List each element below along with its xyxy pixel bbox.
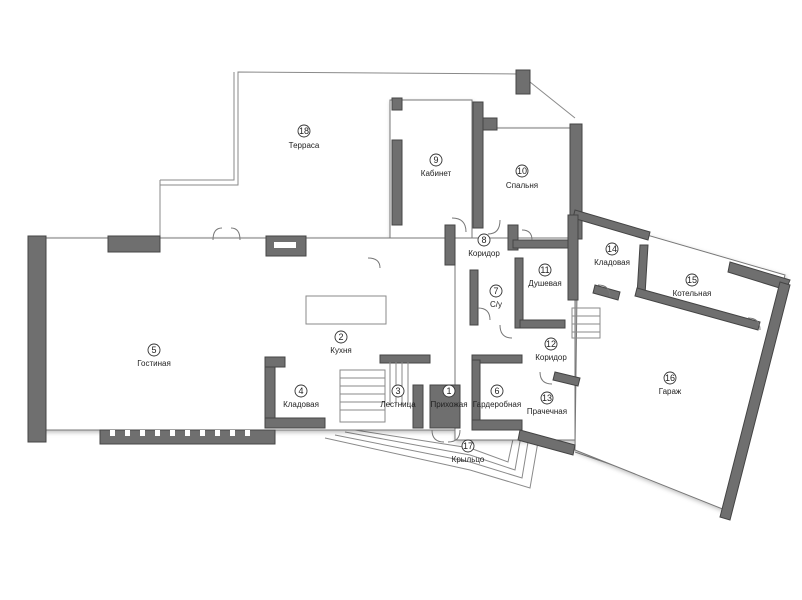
room-name: Прихожая: [430, 400, 467, 409]
room-label-5: 5 Гостиная: [137, 343, 171, 368]
room-label-16: 16 Гараж: [659, 371, 682, 396]
room-label-6: 6 Гардеробная: [473, 384, 521, 409]
staircase: [339, 307, 601, 423]
room-label-15: 15 Котельная: [673, 273, 712, 298]
room-name: Терраса: [289, 141, 320, 150]
room-number: 5: [151, 345, 156, 355]
room-name: Лестница: [380, 400, 416, 409]
room-number: 14: [607, 244, 617, 254]
room-number: 3: [395, 386, 400, 396]
room-number: 18: [299, 126, 309, 136]
room-label-17: 17 Крыльцо: [452, 439, 485, 464]
room-number: 16: [665, 373, 675, 383]
room-number: 2: [338, 332, 343, 342]
room-label-13: 13 Прачечная: [527, 391, 567, 416]
room-name: Кладовая: [594, 258, 630, 267]
room-number: 9: [433, 155, 438, 165]
room-name: Гардеробная: [473, 400, 521, 409]
room-label-2: 2 Кухня: [330, 330, 352, 355]
room-number: 7: [493, 286, 498, 296]
room-number: 11: [540, 265, 549, 275]
room-name: Гараж: [659, 387, 682, 396]
room-name: Спальня: [506, 181, 538, 190]
room-number: 13: [542, 393, 552, 403]
room-label-9: 9 Кабинет: [421, 153, 452, 178]
room-label-1: 1 Прихожая: [430, 384, 468, 409]
room-number: 10: [517, 166, 527, 176]
room-number: 17: [463, 441, 473, 451]
room-name: Коридор: [535, 353, 567, 362]
room-label-18: 18 Терраса: [289, 124, 320, 150]
doors: [212, 217, 761, 443]
room-number: 6: [494, 386, 499, 396]
room-label-10: 10 Спальня: [506, 164, 538, 190]
main-floor: [29, 99, 786, 511]
room-number: 8: [481, 235, 486, 245]
room-label-11: 11 Душевая: [528, 263, 562, 288]
walls: [27, 69, 791, 521]
room-number: 12: [546, 339, 556, 349]
room-number: 4: [298, 386, 303, 396]
room-label-7: 7 С/у: [489, 284, 503, 309]
porch-steps: [324, 429, 541, 489]
room-number: 1: [446, 386, 451, 396]
room-label-12: 12 Коридор: [535, 337, 567, 362]
room-label-4: 4 Кладовая: [283, 384, 319, 409]
room-name: Коридор: [468, 249, 500, 258]
room-name: С/у: [490, 300, 502, 309]
room-number: 15: [687, 275, 697, 285]
room-name: Прачечная: [527, 407, 567, 416]
room-name: Кабинет: [421, 169, 452, 178]
room-label-8: 8 Коридор: [468, 233, 500, 258]
room-label-3: 3 Лестница: [380, 384, 416, 409]
room-name: Котельная: [673, 289, 712, 298]
room-name: Душевая: [528, 279, 561, 288]
kitchen-island: [305, 295, 387, 325]
room-label-14: 14 Кладовая: [594, 242, 630, 267]
room-name: Крыльцо: [452, 455, 485, 464]
room-name: Гостиная: [137, 359, 171, 368]
room-name: Кладовая: [283, 400, 319, 409]
room-name: Кухня: [330, 346, 351, 355]
